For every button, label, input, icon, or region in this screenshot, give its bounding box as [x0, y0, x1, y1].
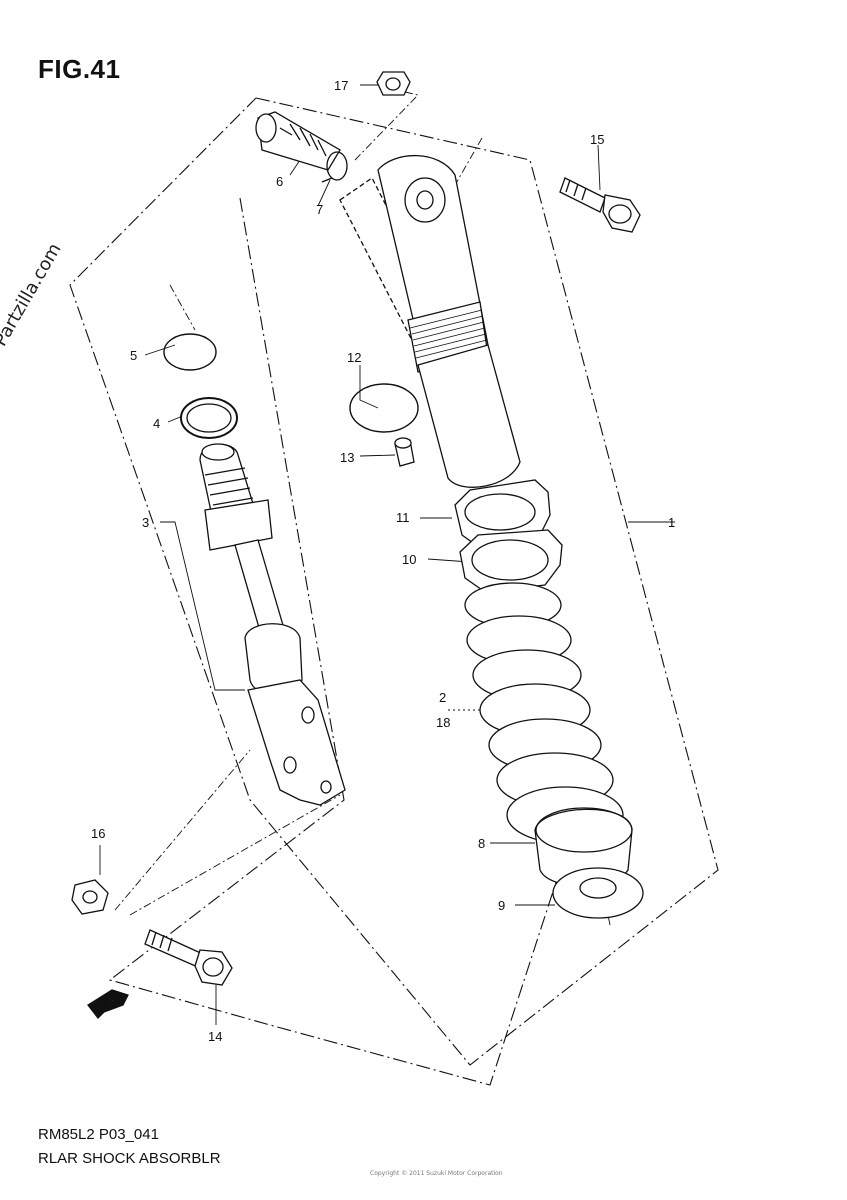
main-assembly-frame	[69, 97, 719, 1066]
ring-12	[349, 383, 419, 433]
callout-6: 6	[276, 174, 283, 189]
spring-2	[464, 582, 624, 844]
rod-assembly-frame	[108, 197, 561, 1086]
callout-16: 16	[91, 826, 105, 841]
callout-17: 17	[334, 78, 348, 93]
clip-7	[321, 151, 348, 183]
callout-labels: 1 2 18 3 4 5 6 7 8 9 10 11 12 13 14 15 1…	[91, 78, 675, 1044]
callout-12: 12	[347, 350, 361, 365]
callout-14: 14	[208, 1029, 222, 1044]
plate-9	[552, 867, 644, 919]
callout-10: 10	[402, 552, 416, 567]
callout-2: 2	[439, 690, 446, 705]
callout-7: 7	[316, 202, 323, 217]
callout-5: 5	[130, 348, 137, 363]
callout-15: 15	[590, 132, 604, 147]
nut-16	[71, 879, 109, 915]
seal-4	[180, 397, 238, 439]
callout-4: 4	[153, 416, 160, 431]
figure-title: FIG.41	[38, 54, 121, 84]
boot-6	[255, 111, 341, 171]
rod-assembly-3	[199, 443, 346, 806]
ring-5	[163, 333, 217, 371]
callout-11: 11	[396, 510, 410, 525]
callout-18: 18	[436, 715, 450, 730]
nut-17	[376, 71, 411, 96]
assembly-frames	[69, 97, 719, 1086]
valve-13	[394, 437, 415, 467]
callout-3: 3	[142, 515, 149, 530]
figure-name: RLAR SHOCK ABSORBLR	[38, 1150, 221, 1167]
forward-arrow-icon: FWD	[87, 989, 129, 1019]
leader-lines	[99, 84, 675, 1025]
callout-1: 1	[668, 515, 675, 530]
callout-13: 13	[340, 450, 354, 465]
adjust-nut-10	[459, 529, 563, 593]
callout-9: 9	[498, 898, 505, 913]
copyright-note: Copyright © 2011 Suzuki Motor Corporatio…	[370, 1170, 503, 1177]
shock-body-1	[339, 154, 521, 488]
bolt-15	[559, 177, 641, 233]
callout-8: 8	[478, 836, 485, 851]
model-code: RM85L2 P03_041	[38, 1126, 159, 1143]
bolt-14	[144, 929, 233, 986]
